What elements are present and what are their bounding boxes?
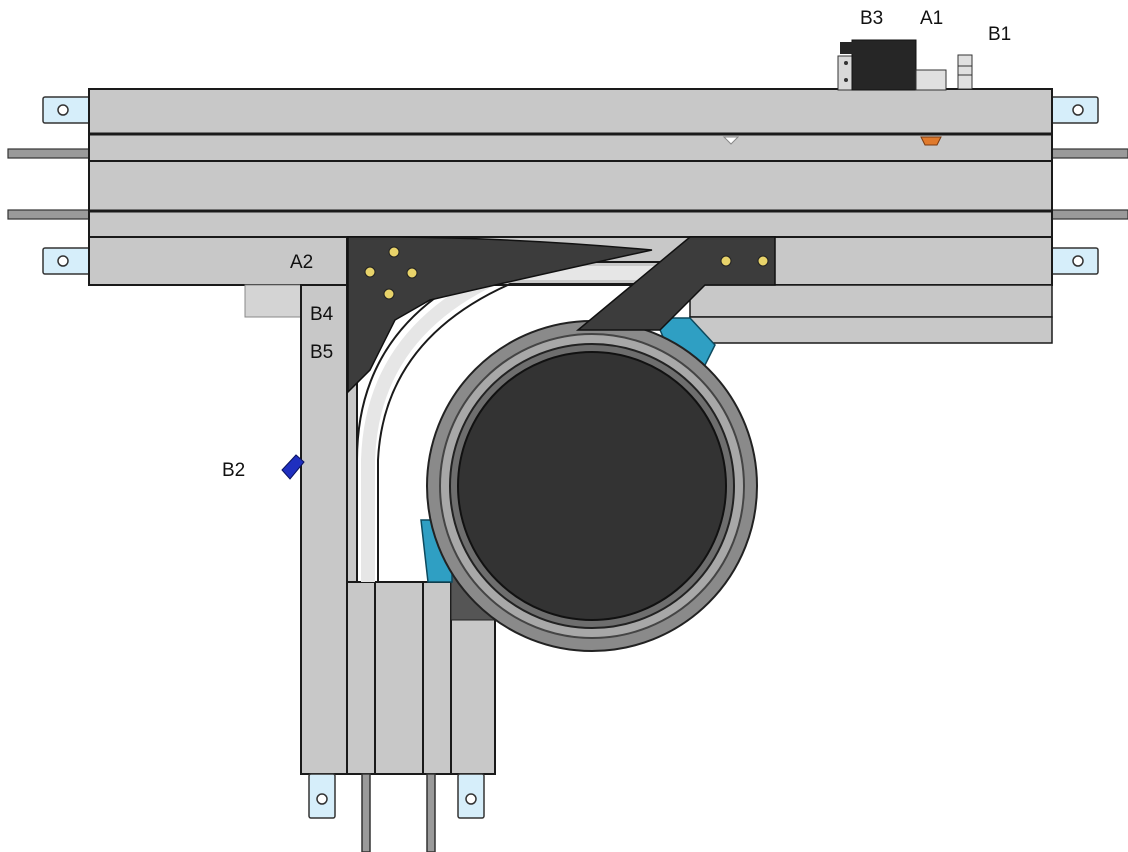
right-mounting-feet [1049, 96, 1099, 275]
left-bracket [347, 236, 653, 394]
label-b5: B5 [310, 342, 334, 363]
left-rails [7, 148, 91, 220]
vertical-conveyor-section [300, 236, 496, 775]
left-mounting-feet [42, 96, 92, 275]
left-tab-plate [244, 284, 304, 318]
belt-marker-orange [920, 136, 942, 146]
label-b4: B4 [310, 304, 334, 325]
bottom-feet [308, 773, 485, 852]
belt-marker-white [722, 136, 740, 145]
top-sensor-assembly [837, 39, 973, 91]
right-bracket [575, 236, 776, 331]
right-rails [1051, 148, 1128, 220]
blue-valve [281, 454, 305, 480]
label-a1: A1 [920, 8, 944, 29]
label-b3: B3 [860, 8, 884, 29]
label-b2: B2 [222, 460, 246, 481]
right-lower-section [689, 284, 1053, 344]
curved-belt-inner [377, 283, 690, 582]
label-a2: A2 [290, 252, 314, 273]
drive-wheel [426, 320, 758, 652]
label-b1: B1 [988, 24, 1012, 45]
